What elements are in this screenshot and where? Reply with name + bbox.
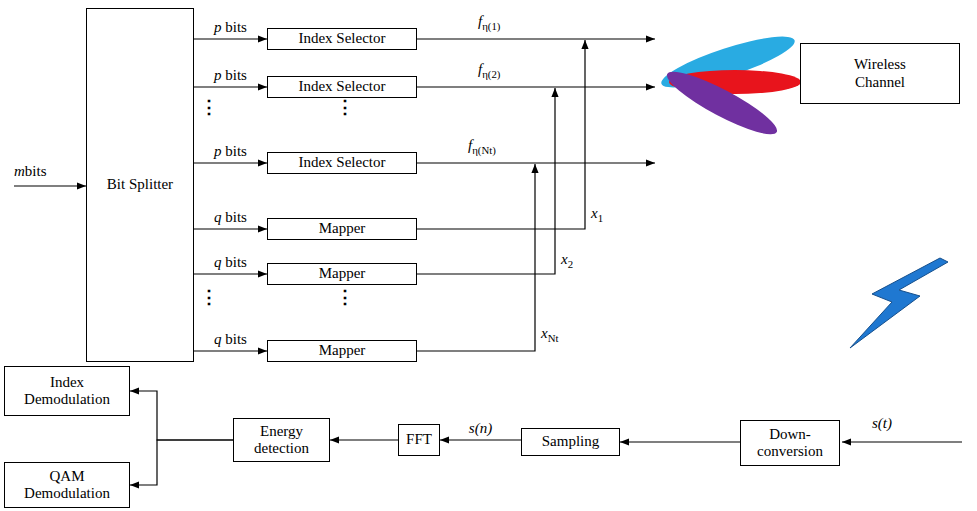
flow-arrow [194,86,267,87]
ellipsis-dots: ⋮ [336,98,354,116]
process-box: Index Demodulation [4,366,130,416]
box-label: Mapper [319,265,366,282]
flow-arrow [194,228,267,229]
box-label: Sampling [542,433,600,450]
edge-label: q bits [213,330,248,348]
flow-arrow [330,439,398,440]
signal-label: fη(2) [478,60,500,81]
edge-label: p bits [213,66,248,84]
box-label: Wireless Channel [835,56,925,91]
edge-label: q bits [213,253,248,271]
box-label: Index Selector [298,78,385,95]
process-box: Index Selector [267,28,417,50]
signal-label: s(t) [872,414,892,432]
flow-arrow [194,350,267,351]
signal-label: x1 [591,204,603,225]
box-label: Energy detection [242,423,322,458]
process-box: Index Selector [267,152,417,174]
beam-purple [661,62,783,143]
process-box: Sampling [521,428,620,456]
input-arrow [842,441,962,442]
edge-label: s(n) [468,419,493,437]
flow-arrow [130,391,233,440]
box-label: QAM Demodulation [12,468,122,503]
lightning-symbol [850,258,948,348]
process-box: Mapper [267,218,417,240]
box-label: Mapper [319,220,366,237]
process-box: FFT [398,424,440,456]
flow-arrow [194,38,267,39]
flow-arrow [194,162,267,163]
edge-label: p bits [213,142,248,160]
box-label: Index Selector [298,154,385,171]
edge-label: q bits [213,208,248,226]
ellipsis-dots: ⋮ [200,288,218,306]
edge-label: p bits [213,18,248,36]
signal-label: fη(1) [478,12,500,33]
box-label: Index Selector [298,30,385,47]
flow-arrow [620,441,740,442]
process-box: QAM Demodulation [4,462,130,508]
ellipsis-dots: ⋮ [336,288,354,306]
process-box: Mapper [267,263,417,285]
box-label: Index Demodulation [12,374,122,409]
output-arrow [417,38,655,39]
process-box: Energy detection [233,418,330,462]
process-box: Down-conversion [740,420,840,466]
signal-label: mbits [14,162,47,180]
flow-arrow [130,440,233,485]
signal-label: fη(Nt) [468,136,496,157]
process-box: Index Selector [267,76,417,98]
box-label: FFT [406,431,432,448]
symbol-wire [417,88,555,274]
box-label: Mapper [319,342,366,359]
process-box: Mapper [267,340,417,362]
symbol-wire [417,164,535,351]
input-arrow [14,185,86,186]
ellipsis-dots: ⋮ [200,98,218,116]
process-box: Wireless Channel [800,43,960,104]
symbol-wire [417,40,585,229]
flow-arrow [194,273,267,274]
box-label: Bit Splitter [107,176,173,193]
signal-label: x2 [561,250,573,271]
process-box: Bit Splitter [86,8,194,362]
output-arrow [417,162,655,163]
signal-label: xNt [541,324,558,345]
output-arrow [417,86,655,87]
box-label: Down-conversion [750,426,830,461]
flow-arrow [440,439,521,440]
